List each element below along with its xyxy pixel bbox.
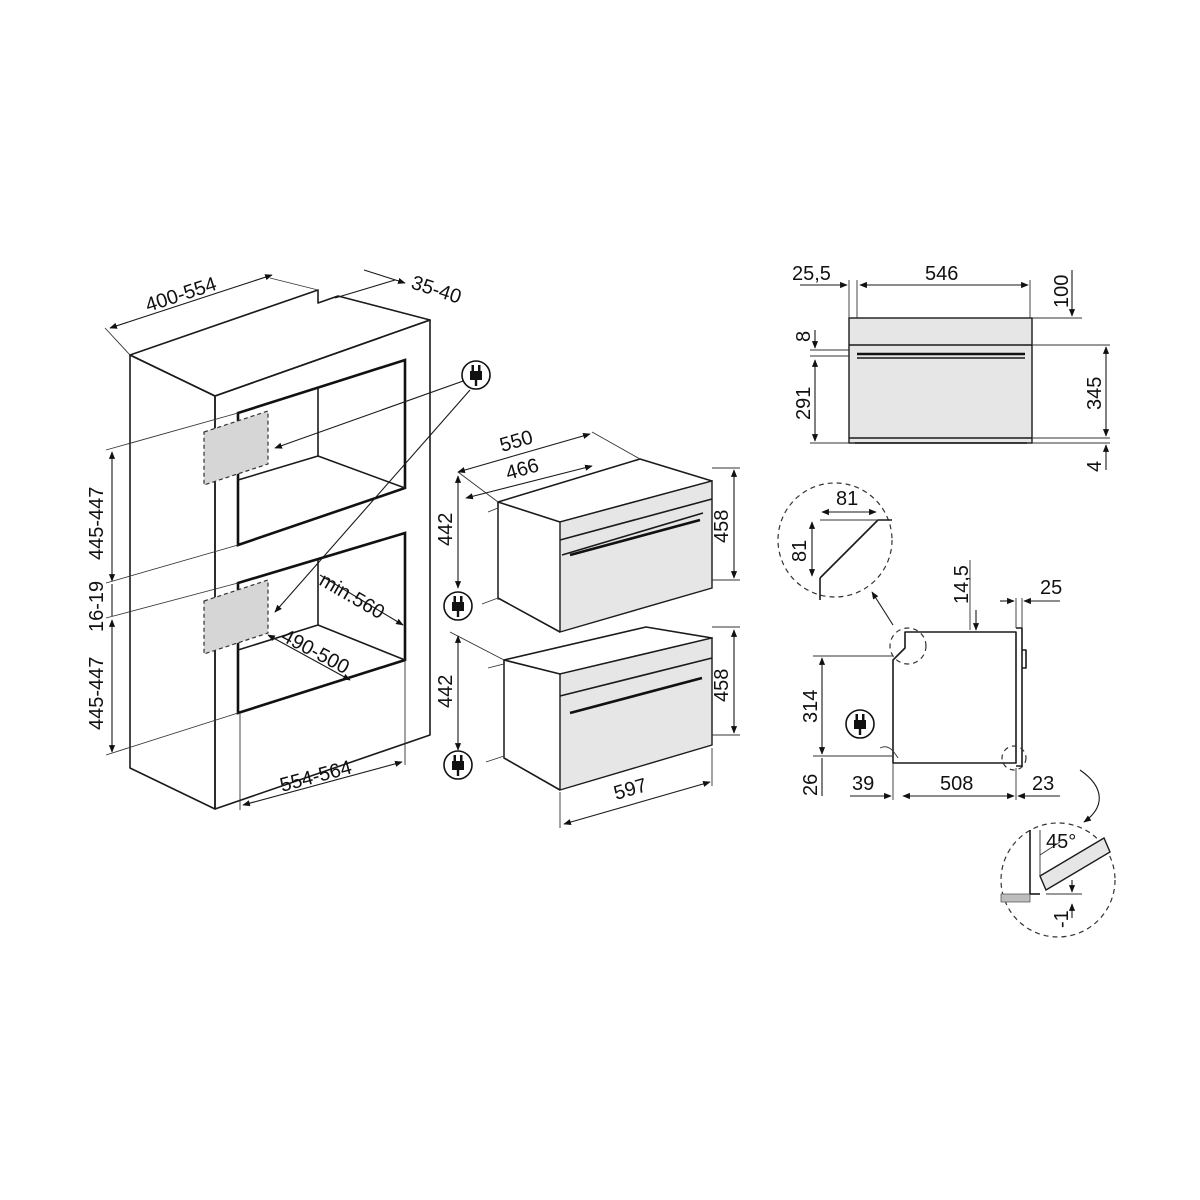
dim-niche-height-upper: 445-447: [86, 487, 108, 560]
dim-niche-height-lower: 445-447: [86, 657, 108, 730]
dim-bottom-gap: 4: [1084, 461, 1106, 472]
dim-detail-chamfer-h: 81: [789, 540, 811, 562]
dim-detail-chamfer-w: 81: [836, 488, 858, 510]
dim-side-top-offset: 14,5: [951, 565, 973, 604]
niche-cabinet: [104, 277, 471, 810]
dim-side-door: 25: [1040, 577, 1062, 599]
dim-handle-gap: 8: [793, 331, 815, 342]
dim-side-depth: 508: [940, 773, 973, 795]
dim-detail-angle: 45°: [1046, 831, 1076, 853]
side-view-plug-icon: [845, 709, 875, 739]
dim-min-depth: min.560: [316, 569, 389, 624]
front-view: 25,5 546 100 8 291 345 4: [792, 263, 1110, 472]
dim-cutout-depth: 490-500: [278, 625, 353, 679]
dim-window-height: 291: [793, 387, 815, 420]
dim-front-height: 345: [1084, 377, 1106, 410]
dim-front-top: 100: [1051, 275, 1073, 308]
dim-detail-offset: -1: [1051, 910, 1073, 928]
dim-oven-depth-total: 550: [497, 426, 535, 456]
dim-oven-front-height-lower: 458: [711, 669, 733, 702]
dim-niche-gap: 16-19: [86, 581, 108, 632]
oven-dimensions: 550 466 442 458 442 458 597: [435, 426, 740, 828]
dim-oven-front-height-upper: 458: [711, 510, 733, 543]
upper-oven-plug-icon: [443, 591, 473, 621]
angle-detail: 45° -1: [1000, 769, 1116, 938]
dim-oven-body-height-upper: 442: [435, 513, 457, 546]
lower-socket-area: [203, 579, 269, 655]
side-view: 81 81 14,5 25 314 26 39 508 23: [777, 482, 1062, 800]
power-plug-icon: [461, 360, 491, 390]
lower-oven-plug-icon: [443, 750, 473, 780]
dim-side-front: 23: [1032, 773, 1054, 795]
dim-oven-body-height-lower: 442: [435, 675, 457, 708]
lower-oven: [485, 626, 713, 791]
dim-niche-width: 554-564: [278, 757, 355, 797]
dim-side-bottom: 26: [800, 774, 822, 796]
dim-side-back: 39: [852, 773, 874, 795]
dim-front-width: 546: [925, 263, 958, 285]
upper-socket-area: [203, 410, 269, 486]
dim-side-height: 314: [800, 690, 822, 723]
dim-oven-width: 597: [611, 774, 649, 804]
dim-front-offset: 25,5: [792, 263, 831, 285]
dim-top-gap: 35-40: [408, 272, 463, 309]
dim-niche-depth: 400-554: [143, 273, 220, 317]
